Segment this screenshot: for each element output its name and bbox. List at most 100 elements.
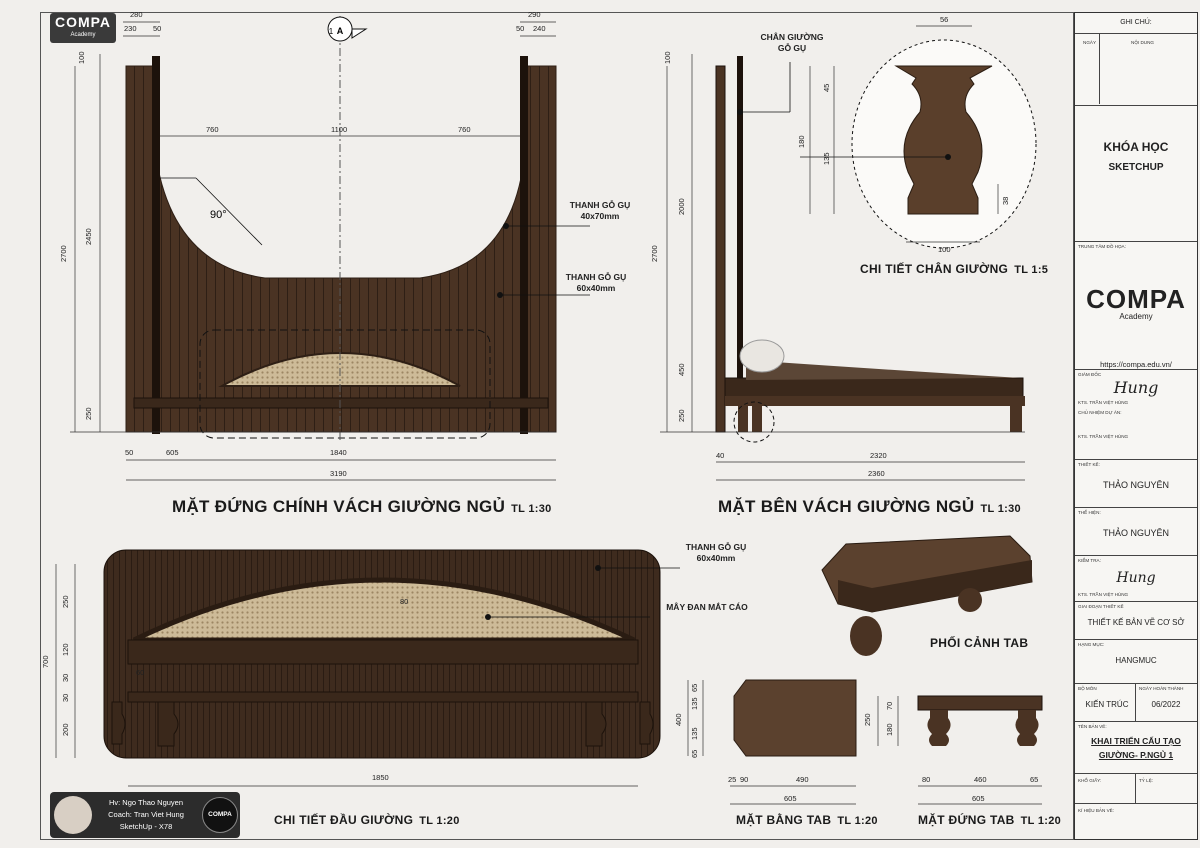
dim-front-mid-2: 1100 [331, 125, 347, 134]
dim-front-bottom-1: 50 [125, 448, 133, 457]
tb-check-signature: Hung [1116, 570, 1156, 586]
title-tabelev-text: MẶT ĐỨNG TAB [918, 813, 1015, 827]
dim-tabelev-bottom-2: 460 [974, 775, 987, 784]
label-leg-line2: GỖ GỤ [777, 43, 807, 53]
tb-drawing-val2: GIƯỜNG- P.NGỦ 1 [1098, 750, 1174, 760]
dim-side-left-3: 2000 [677, 198, 686, 215]
tb-finish-val: 06/2022 [1151, 700, 1181, 709]
title-tab-perspective: PHỐI CẢNH TAB [930, 636, 1028, 650]
student-card: Hv: Ngo Thao Nguyen Coach: Tran Viet Hun… [50, 792, 240, 838]
dim-front-bottom-3: 1840 [330, 448, 347, 457]
tb-content-cap: NỘI DUNG [1131, 40, 1154, 45]
student-lines: Hv: Ngo Thao Nguyen Coach: Tran Viet Hun… [96, 797, 196, 833]
tb-exec-val: THẢO NGUYÊN [1102, 528, 1169, 538]
tb-dept: BỘ MÔN NGÀY HOÀN THÀNH KIẾN TRÚC 06/2022 [1075, 683, 1197, 722]
title-tabelev-scale: TL 1:20 [1020, 815, 1062, 827]
dim-tabplan-bottom-3: 490 [796, 775, 809, 784]
title-persp-text: PHỐI CẢNH TAB [930, 636, 1029, 650]
tb-course2: SKETCHUP [1108, 162, 1164, 173]
tb-paper: KHỔ GIẤY: TỶ LỆ: [1075, 773, 1197, 804]
dim-front-mid-1: 760 [206, 125, 219, 134]
tb-dept-cap: BỘ MÔN [1078, 686, 1097, 691]
tab-perspective [821, 535, 1033, 656]
dim-front-mid-3: 760 [458, 125, 471, 134]
title-block: GHI CHÚ: NGÀY NỘI DUNG KHÓA HỌC SKETCHUP… [1074, 12, 1198, 840]
dim-head-bottom: 1850 [372, 773, 389, 782]
section-letter: A [337, 26, 344, 36]
title-head-text: CHI TIẾT ĐẦU GIƯỜNG [274, 813, 414, 827]
tb-director-name: KTS. TRẦN VIỆT HÙNG [1078, 400, 1129, 405]
dim-tabelev-left-3: 180 [885, 723, 894, 736]
dim-head-left-2: 700 [41, 655, 50, 668]
dim-tabelev-left-1: 70 [885, 702, 894, 710]
title-tab-elevation: MẶT ĐỨNG TAB TL 1:20 [918, 813, 1061, 827]
tb-ratio-cap: TỶ LỆ: [1139, 778, 1154, 783]
dim-front-top-3: 50 [153, 24, 161, 33]
tb-code: KÍ HIỆU BẢN VẼ: [1075, 803, 1197, 840]
tb-dept-val: KIẾN TRÚC [1085, 700, 1129, 709]
label-bar-60x40-line1: THANH GỖ GỤ [565, 272, 627, 282]
tb-phase: GIAI ĐOẠN THIẾT KẾ THIẾT KẾ BẢN VẼ CƠ SỞ [1075, 601, 1197, 640]
tb-course: KHÓA HỌC SKETCHUP [1075, 105, 1197, 242]
tb-director-cap: GIÁM ĐỐC [1078, 372, 1102, 377]
title-tabplan-scale: TL 1:20 [837, 815, 878, 827]
label-leg-line1: CHÂN GIƯỜNG [760, 32, 824, 42]
dim-leg-6: 100 [938, 245, 951, 254]
dim-tabplan-bottom-1: 25 [728, 775, 736, 784]
label-leg-callout: CHÂN GIƯỜNG GỖ GỤ [752, 32, 832, 54]
dim-front-left-4: 250 [84, 407, 93, 420]
dim-leg-3: 180 [797, 135, 806, 148]
dim-head-left-6: 200 [61, 723, 70, 736]
tb-exec: THỂ HIỆN: THẢO NGUYÊN [1075, 507, 1197, 556]
front-rattan-panel [218, 352, 461, 387]
tb-code-cap: KÍ HIỆU BẢN VẼ: [1078, 808, 1114, 813]
title-leg-text: CHI TIẾT CHÂN GIƯỜNG [860, 262, 1009, 276]
dim-side-left-5: 250 [677, 409, 686, 422]
tb-design: THIẾT KẾ: THẢO NGUYÊN [1075, 459, 1197, 508]
avatar [54, 796, 92, 834]
tb-notes-table: NGÀY NỘI DUNG [1075, 33, 1197, 104]
side-elevation: 100 2700 2000 450 250 40 2320 2360 [650, 51, 1025, 481]
label-head-bar-line2: 60x40mm [696, 553, 736, 563]
tb-item-cap: HẠNG MỤC: [1078, 642, 1105, 647]
tb-director: GIÁM ĐỐC Hung KTS. TRẦN VIỆT HÙNG CHỦ NH… [1075, 369, 1197, 450]
dim-tabelev-bottom-1: 80 [922, 775, 930, 784]
dim-head-small-1: 60 [136, 668, 144, 677]
dim-leg-4: 135 [822, 152, 831, 165]
badge-sub: Academy [70, 32, 96, 38]
tb-phase-val: THIẾT KẾ BẢN VẼ CƠ SỞ [1087, 618, 1185, 627]
tb-drawing: TÊN BẢN VẼ: KHAI TRIỂN CẤU TẠO GIƯỜNG- P… [1075, 721, 1197, 774]
dim-head-left-1: 250 [61, 595, 70, 608]
student-logo: COMPA [202, 797, 238, 833]
tb-course1: KHÓA HỌC [1103, 140, 1169, 154]
dim-front-left-2: 2700 [59, 245, 68, 262]
label-rattan: MÂY ĐAN MẮT CÁO [666, 602, 748, 612]
badge-name: COMPA [54, 14, 112, 30]
dim-front-top-2: 230 [124, 24, 137, 33]
dim-head-left-5: 30 [61, 694, 70, 702]
dim-side-left-1: 100 [663, 51, 672, 64]
student-line1: Hv: Ngo Thao Nguyen [108, 798, 184, 807]
dim-side-bottom-2: 2320 [870, 451, 887, 460]
dim-front-top-6: 240 [533, 24, 546, 33]
tb-center-cap: TRUNG TÂM ĐỒ HỌA: [1078, 244, 1126, 249]
title-side-scale: TL 1:30 [980, 503, 1021, 515]
dim-side-bottom-1: 40 [716, 451, 724, 460]
tb-director-signature: Hung [1113, 378, 1159, 397]
headboard-detail: 250 700 120 30 30 200 60 80 1850 [41, 549, 680, 787]
tb-design-val: THẢO NGUYÊN [1102, 480, 1169, 490]
dim-front-top-5: 50 [516, 24, 524, 33]
title-front-text: MẶT ĐỨNG CHÍNH VÁCH GIƯỜNG NGỦ [172, 497, 506, 516]
dim-tabelev-bottom-3: 65 [1030, 775, 1038, 784]
dim-front-top-1: 280 [130, 10, 143, 19]
dim-tabplan-left-4: 135 [690, 727, 699, 740]
tb-url: https://compa.edu.vn/ [1100, 360, 1172, 369]
tb-exec-cap: THỂ HIỆN: [1078, 510, 1101, 515]
label-head-bar-line1: THANH GỖ GỤ [685, 542, 747, 552]
student-line2: Coach: Tran Viet Hung [108, 810, 184, 819]
title-tabplan-text: MẶT BẰNG TAB [736, 813, 832, 827]
